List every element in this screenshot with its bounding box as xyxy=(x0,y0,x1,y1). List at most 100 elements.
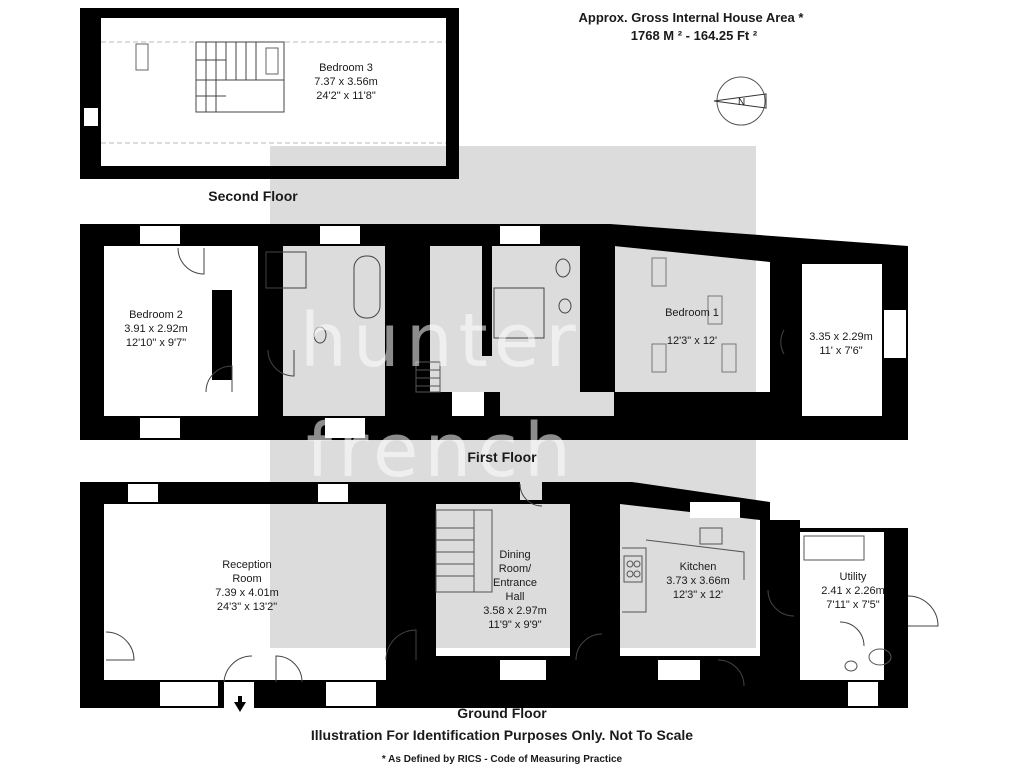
window xyxy=(500,660,546,680)
door-swing xyxy=(105,631,135,661)
svg-text:3.73 x 3.66m: 3.73 x 3.66m xyxy=(666,575,730,587)
room-label-reception: Reception Room 7.39 x 4.01m 24'3" x 13'2… xyxy=(215,559,279,613)
room-label-bedroom2: Bedroom 2 3.91 x 2.92m 12'10" x 9'7" xyxy=(124,309,188,349)
door-swing xyxy=(177,247,205,275)
second-floor-plan xyxy=(80,8,459,179)
svg-text:24'3" x 13'2": 24'3" x 13'2" xyxy=(217,601,277,613)
svg-text:Entrance: Entrance xyxy=(493,577,537,589)
door-swing xyxy=(780,329,785,355)
svg-text:12'3" x 12': 12'3" x 12' xyxy=(673,589,723,601)
window xyxy=(658,660,700,680)
toilet xyxy=(313,326,327,344)
svg-text:Bedroom 3: Bedroom 3 xyxy=(319,62,373,74)
utility-worktop xyxy=(803,535,865,561)
svg-text:12'10" x 9'7": 12'10" x 9'7" xyxy=(126,337,186,349)
svg-text:12'3" x 12': 12'3" x 12' xyxy=(667,335,717,347)
door-swing xyxy=(519,483,543,507)
room-label-utility: Utility 2.41 x 2.26m 7'11" x 7'5" xyxy=(821,571,885,611)
skylight xyxy=(651,343,667,373)
watermark-french: french xyxy=(306,408,577,494)
window xyxy=(128,484,158,502)
svg-text:7.37 x 3.56m: 7.37 x 3.56m xyxy=(314,76,378,88)
svg-text:Kitchen: Kitchen xyxy=(680,561,717,573)
window xyxy=(160,682,218,706)
svg-text:3.35 x 2.29m: 3.35 x 2.29m xyxy=(809,331,873,343)
window xyxy=(84,108,98,126)
skylight xyxy=(265,47,279,75)
disclaimer: Illustration For Identification Purposes… xyxy=(311,727,693,743)
window xyxy=(140,418,180,438)
toilet xyxy=(555,258,571,278)
skylight xyxy=(651,257,667,287)
svg-text:Reception: Reception xyxy=(222,559,272,571)
skylight xyxy=(135,43,149,71)
svg-text:Utility: Utility xyxy=(840,571,867,583)
floor-label-second: Second Floor xyxy=(208,188,298,204)
svg-text:11'9" x 9'9": 11'9" x 9'9" xyxy=(488,619,541,631)
door-swing xyxy=(267,349,295,377)
window xyxy=(326,682,376,706)
skylight xyxy=(721,343,737,373)
room-label-bedroom1: Bedroom 1 12'3" x 12' xyxy=(665,307,719,347)
svg-text:7.39 x 4.01m: 7.39 x 4.01m xyxy=(215,587,279,599)
window xyxy=(140,226,180,244)
svg-text:3.91 x 2.92m: 3.91 x 2.92m xyxy=(124,323,188,335)
staircase xyxy=(415,361,441,393)
first-floor-plan xyxy=(80,224,908,440)
window xyxy=(690,502,740,518)
entrance-arrow-icon xyxy=(234,696,246,712)
shower-tray xyxy=(493,287,545,339)
window xyxy=(848,682,878,706)
door-swing xyxy=(275,655,303,683)
svg-text:24'2" x 11'8": 24'2" x 11'8" xyxy=(316,90,376,102)
rics-note: * As Defined by RICS - Code of Measuring… xyxy=(382,754,623,765)
door-swing xyxy=(767,589,795,617)
bath xyxy=(353,255,381,319)
window xyxy=(325,418,365,438)
window xyxy=(320,226,360,244)
kitchen-units xyxy=(622,527,745,613)
door-swing xyxy=(575,633,603,661)
svg-text:Hall: Hall xyxy=(506,591,525,603)
compass: N xyxy=(713,76,767,126)
basin xyxy=(844,660,858,672)
shower-tray xyxy=(265,251,307,289)
floor-label-ground: Ground Floor xyxy=(457,705,547,721)
door-swing xyxy=(907,595,939,627)
svg-text:Bedroom 2: Bedroom 2 xyxy=(129,309,183,321)
svg-text:2.41 x 2.26m: 2.41 x 2.26m xyxy=(821,585,885,597)
door-swing xyxy=(717,659,745,687)
room-label-dining: Dining Room/ Entrance Hall 3.58 x 2.97m … xyxy=(483,549,547,631)
ground-floor-plan xyxy=(80,482,939,712)
room-label-bedroom3: Bedroom 3 7.37 x 3.56m 24'2" x 11'8" xyxy=(314,62,378,102)
compass-label: N xyxy=(738,97,745,108)
staircase xyxy=(435,509,493,593)
door-swing xyxy=(385,629,417,661)
area-value: 1768 M ² - 164.25 Ft ² xyxy=(631,28,758,43)
svg-text:3.58 x 2.97m: 3.58 x 2.97m xyxy=(483,605,547,617)
svg-text:Room/: Room/ xyxy=(499,563,532,575)
window xyxy=(500,226,540,244)
basin xyxy=(558,298,572,314)
window xyxy=(418,127,432,143)
svg-text:Dining: Dining xyxy=(499,549,530,561)
toilet xyxy=(868,648,892,666)
door-swing xyxy=(839,621,865,647)
svg-text:Room: Room xyxy=(232,573,261,585)
door-swing xyxy=(205,365,233,393)
window xyxy=(318,484,348,502)
staircase xyxy=(195,41,285,113)
room-label-end-room: 3.35 x 2.29m 11' x 7'6" xyxy=(809,331,873,357)
svg-text:11' x 7'6": 11' x 7'6" xyxy=(819,345,862,357)
area-heading: Approx. Gross Internal House Area * xyxy=(579,10,805,25)
svg-text:Bedroom 1: Bedroom 1 xyxy=(665,307,719,319)
north-arrow-icon xyxy=(713,93,767,109)
window xyxy=(884,310,906,358)
skylight xyxy=(707,295,723,325)
floor-label-first: First Floor xyxy=(467,449,537,465)
svg-text:7'11" x 7'5": 7'11" x 7'5" xyxy=(826,599,879,611)
window xyxy=(452,392,484,416)
room-label-kitchen: Kitchen 3.73 x 3.66m 12'3" x 12' xyxy=(666,561,730,601)
watermark-hunter: hunter xyxy=(300,298,582,384)
